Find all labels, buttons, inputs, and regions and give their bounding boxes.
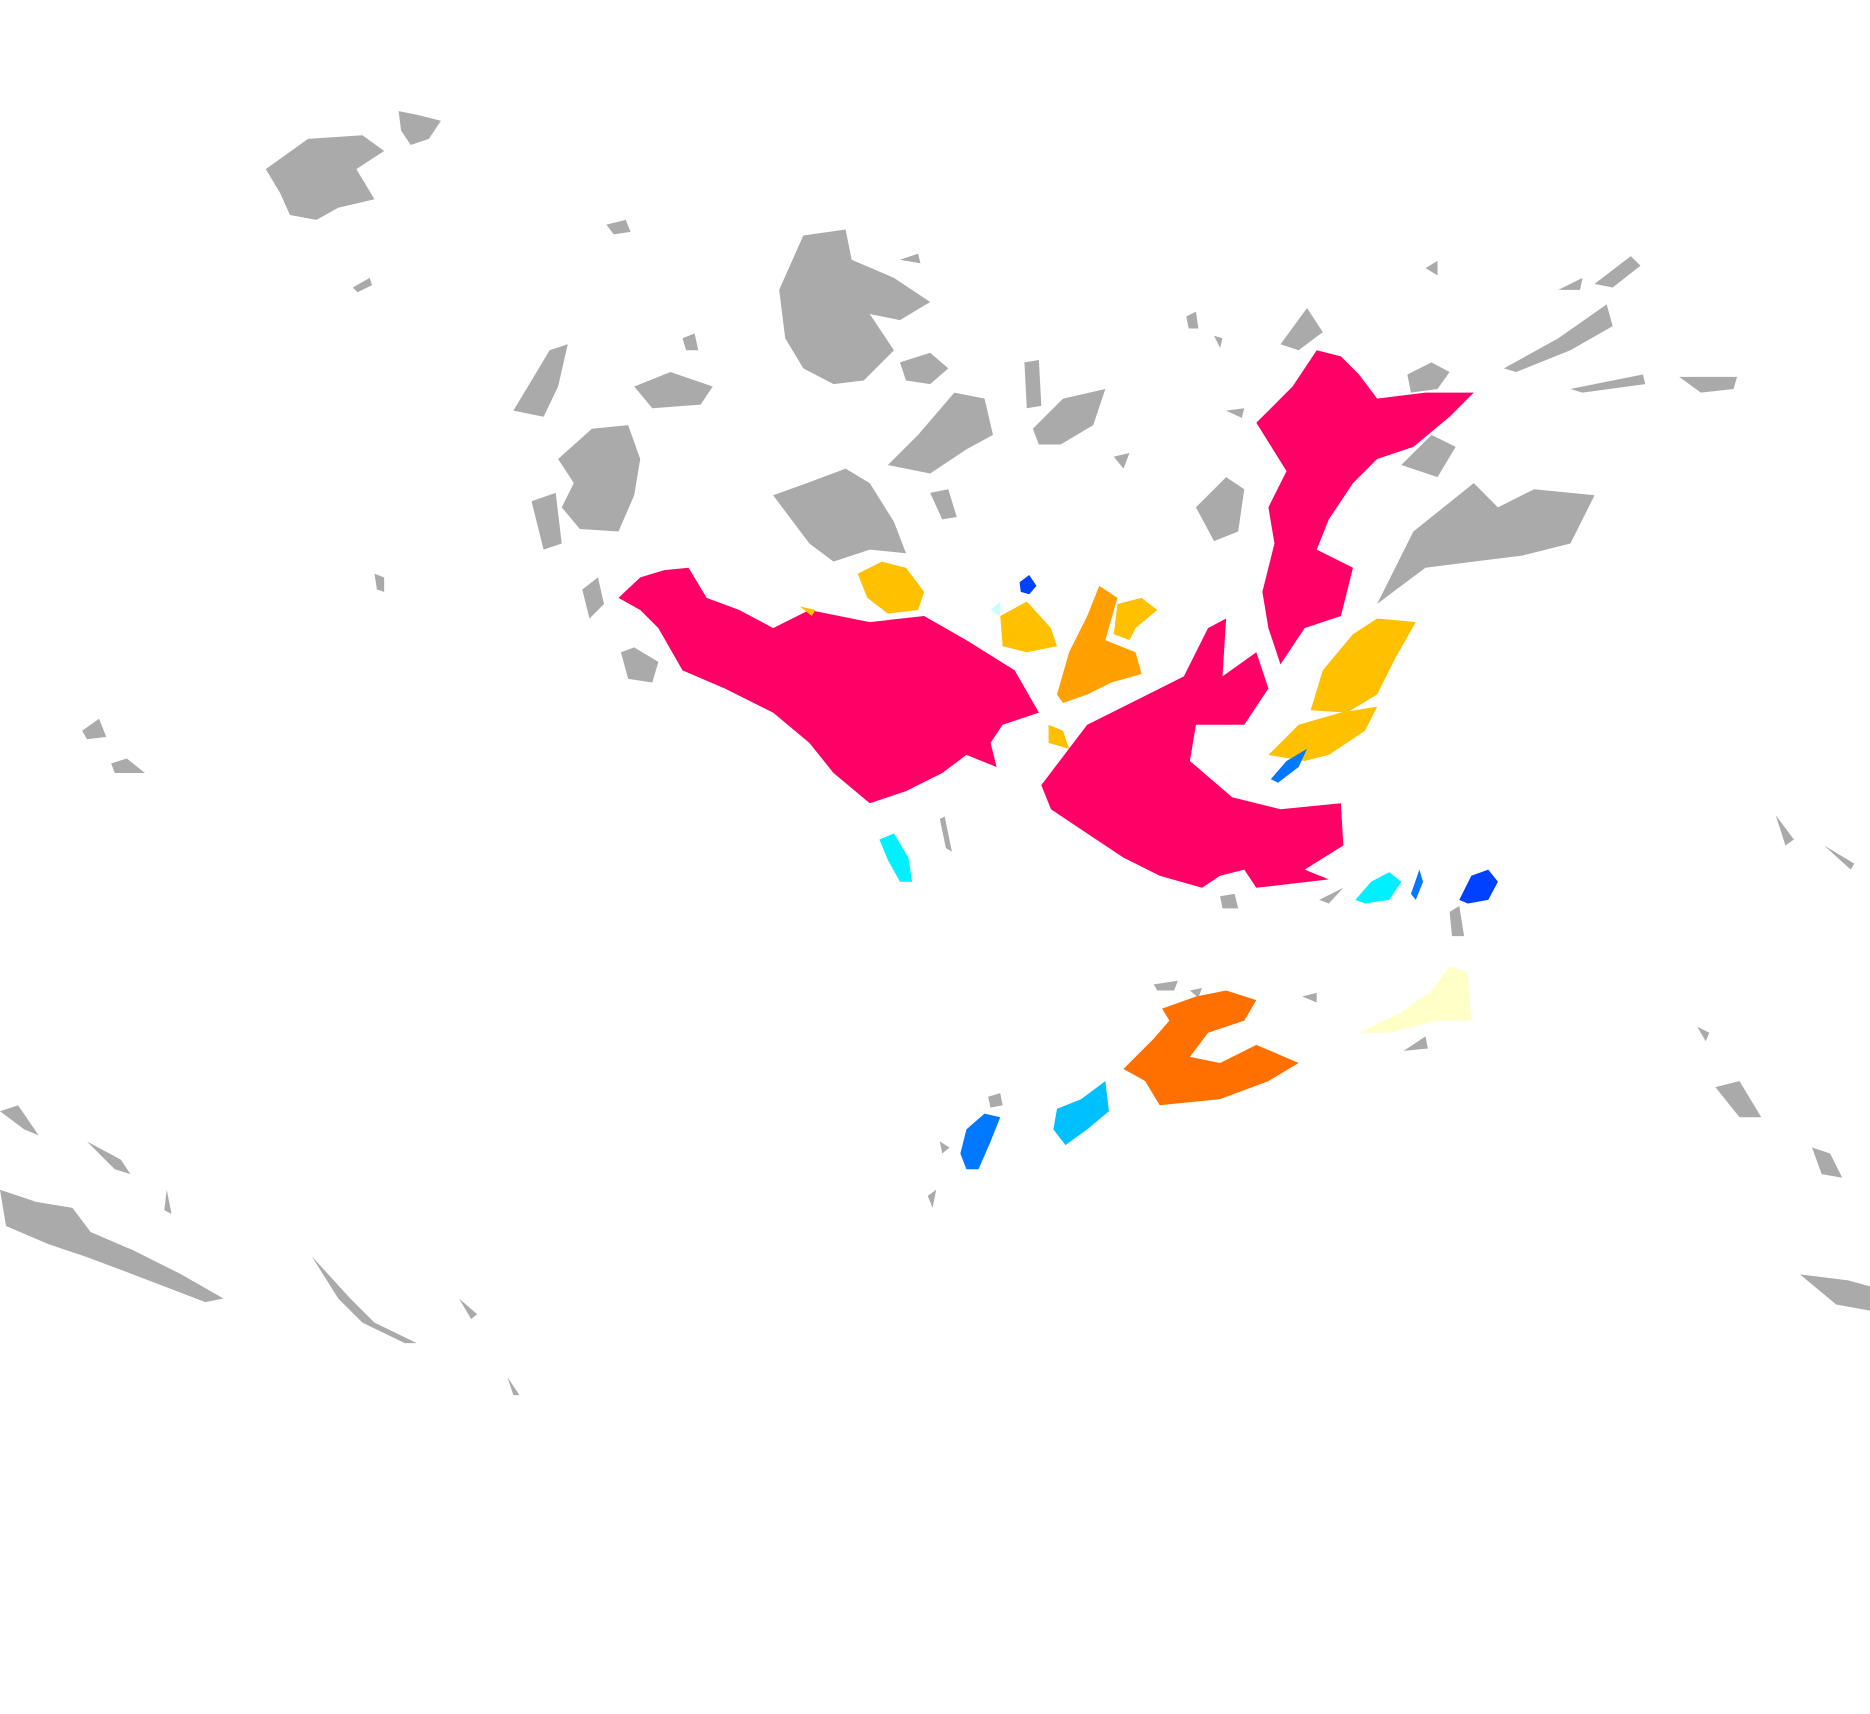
region	[1270, 748, 1308, 783]
region	[1812, 1147, 1843, 1178]
region	[930, 489, 957, 520]
region	[773, 468, 907, 562]
region	[1000, 601, 1058, 653]
region	[1775, 815, 1794, 846]
region	[558, 425, 641, 532]
region	[960, 1113, 1001, 1170]
region	[1214, 335, 1223, 348]
region	[990, 601, 1001, 617]
region	[682, 333, 699, 351]
region	[1310, 618, 1416, 713]
region	[939, 1141, 950, 1154]
region	[939, 816, 952, 852]
orange-regions	[1057, 585, 1299, 1106]
region	[1019, 574, 1037, 595]
region	[1195, 477, 1245, 542]
region	[1824, 845, 1855, 870]
region	[1113, 597, 1158, 641]
region	[927, 1189, 937, 1208]
region	[1377, 483, 1595, 604]
region	[374, 573, 385, 592]
region	[887, 392, 993, 474]
region	[1280, 308, 1323, 351]
region	[352, 277, 373, 293]
region	[582, 577, 605, 619]
region	[82, 718, 107, 740]
region	[1594, 256, 1641, 288]
region	[513, 344, 568, 417]
region	[899, 352, 949, 385]
region	[1410, 869, 1424, 900]
region	[1359, 966, 1472, 1033]
region	[1679, 376, 1738, 393]
region	[1220, 893, 1239, 909]
region	[111, 758, 145, 774]
region	[1449, 905, 1465, 937]
region	[1302, 992, 1317, 1003]
region	[1459, 869, 1498, 904]
region	[1032, 388, 1106, 445]
region	[1041, 618, 1344, 888]
region	[1407, 362, 1450, 393]
region	[1226, 408, 1245, 418]
region	[1123, 990, 1299, 1106]
region	[1401, 434, 1456, 478]
region	[1403, 1036, 1428, 1051]
gray-regions	[0, 111, 1870, 1396]
region	[1799, 1274, 1870, 1311]
gold-regions	[799, 561, 1416, 761]
region	[879, 833, 913, 882]
region	[988, 1093, 1003, 1108]
region	[1057, 585, 1142, 703]
region	[1113, 452, 1130, 469]
region	[1715, 1081, 1762, 1118]
region	[311, 1256, 417, 1344]
region	[1697, 1026, 1710, 1042]
region	[1425, 260, 1438, 276]
region	[1268, 706, 1378, 761]
region	[531, 492, 562, 550]
region	[86, 1141, 131, 1175]
region	[1558, 277, 1583, 290]
region	[1048, 724, 1070, 749]
region	[899, 253, 921, 264]
magenta-regions	[618, 350, 1474, 888]
region	[634, 372, 713, 409]
region	[1024, 359, 1042, 409]
region	[1256, 350, 1474, 665]
region	[459, 1298, 478, 1320]
region	[0, 1105, 39, 1136]
region	[507, 1376, 520, 1396]
region	[0, 1189, 224, 1303]
region	[1153, 980, 1178, 991]
region	[606, 219, 631, 235]
region	[164, 1189, 172, 1214]
region	[1319, 887, 1344, 904]
region	[1570, 374, 1646, 393]
region	[398, 111, 441, 145]
region	[1355, 872, 1402, 904]
region	[1186, 311, 1199, 329]
region	[1503, 304, 1613, 373]
blue-regions	[879, 574, 1498, 1170]
region	[618, 567, 1039, 804]
region	[799, 606, 816, 617]
region	[779, 229, 931, 385]
region	[1189, 988, 1202, 998]
region	[1053, 1081, 1109, 1146]
region	[265, 135, 385, 220]
region	[857, 561, 925, 614]
region	[620, 647, 659, 683]
